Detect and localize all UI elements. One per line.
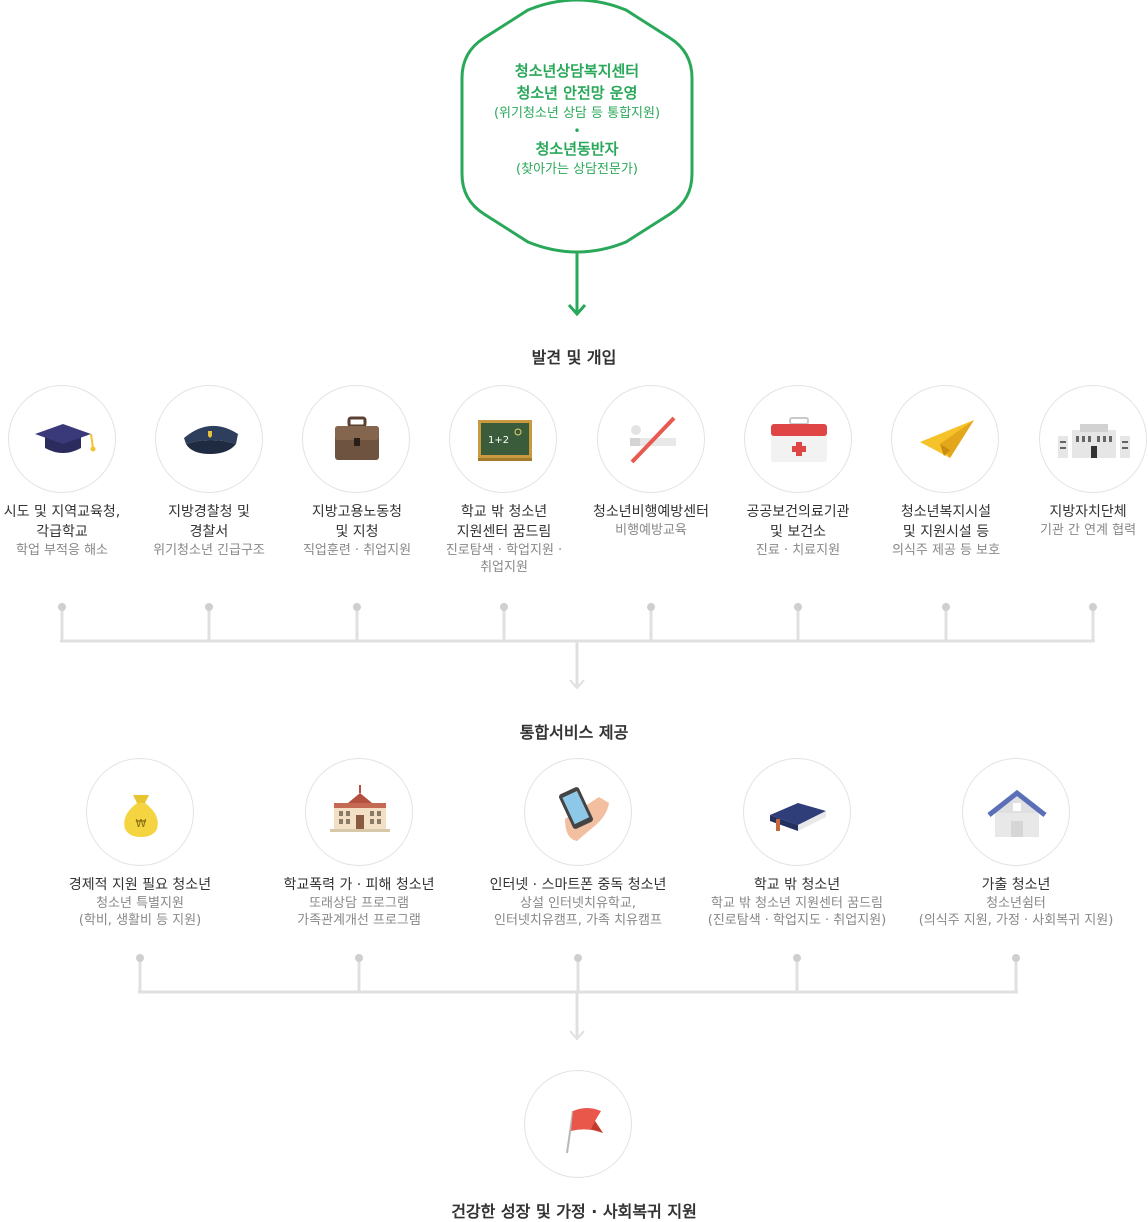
org-desc: 직업훈련 · 취업지원: [302, 543, 412, 558]
svg-text:₩: ₩: [136, 817, 147, 830]
smartphone-hand-icon: [524, 758, 632, 866]
org-label-welfare: 청소년복지시설 및 지원시설 등 의식주 제공 등 보호: [871, 502, 1021, 559]
service-label-school-violence: 학교폭력 가 · 피해 청소년 또래상담 프로그램 가족관계개선 프로그램: [269, 875, 449, 929]
graduation-cap-icon: [8, 385, 116, 493]
section-title-services: 통합서비스 제공: [519, 723, 629, 742]
center-divider-dot: •: [573, 124, 581, 138]
service-name: 학교 밖 청소년: [753, 877, 841, 893]
org-desc: 취업지원: [480, 560, 528, 575]
org-name: 지방고용노동청: [311, 504, 403, 520]
service-label-runaway: 가출 청소년 청소년쉼터 (의식주 지원, 가정 · 사회복귀 지원): [906, 875, 1126, 929]
org-name: 지방경찰청 및: [168, 504, 250, 520]
service-label-out-of-school: 학교 밖 청소년 학교 밖 청소년 지원센터 꿈드림 (진로탐색 · 학업지도 …: [697, 875, 897, 929]
org-name: 공공보건의료기관: [746, 504, 850, 520]
house-icon: [962, 758, 1070, 866]
org-name: 및 지청: [335, 524, 379, 540]
police-cap-icon: [155, 385, 263, 493]
flag-icon: [524, 1070, 632, 1178]
org-name: 경찰서: [189, 524, 229, 540]
chalkboard-icon: 1+2: [449, 385, 557, 493]
org-desc: 진료 · 치료지원: [755, 543, 841, 558]
org-desc: 기관 간 연계 협력: [1039, 523, 1137, 538]
org-desc: 진로탐색 · 학업지원 ·: [445, 543, 563, 558]
org-desc: 학업 부적응 해소: [16, 543, 108, 558]
money-bag-icon: ₩: [86, 758, 194, 866]
service-desc: (의식주 지원, 가정 · 사회복귀 지원): [918, 913, 1114, 928]
chalkboard-text: 1+2: [488, 435, 509, 446]
service-desc: 청소년쉼터: [986, 896, 1046, 911]
org-label-local-gov: 지방자치단체 기관 간 연계 협력: [1028, 502, 1148, 539]
service-name: 가출 청소년: [981, 877, 1051, 893]
org-name: 및 지원시설 등: [902, 524, 990, 540]
service-label-economic: 경제적 지원 필요 청소년 청소년 특별지원 (학비, 생활비 등 지원): [50, 875, 230, 929]
briefcase-icon: [302, 385, 410, 493]
org-label-health: 공공보건의료기관 및 보건소 진료 · 치료지원: [723, 502, 873, 559]
center-title-3: 청소년동반자: [535, 140, 619, 158]
org-name: 및 보건소: [770, 524, 826, 540]
service-desc: 학교 밖 청소년 지원센터 꿈드림: [710, 896, 883, 911]
org-label-dreamdrim: 학교 밖 청소년 지원센터 꿈드림 진로탐색 · 학업지원 · 취업지원: [429, 502, 579, 576]
service-desc: 인터넷치유캠프, 가족 치유캠프: [494, 913, 662, 928]
org-label-delinquency: 청소년비행예방센터 비행예방교육: [576, 502, 726, 539]
paper-plane-icon: [891, 385, 999, 493]
service-desc: 상설 인터넷치유학교,: [520, 896, 636, 911]
city-hall-icon: [1039, 385, 1147, 493]
service-name: 인터넷 · 스마트폰 중독 청소년: [489, 877, 667, 893]
service-desc: 또래상담 프로그램: [309, 896, 409, 911]
org-name: 지원센터 꿈드림: [456, 524, 552, 540]
org-name: 지방자치단체: [1049, 504, 1127, 520]
org-desc: 비행예방교육: [615, 523, 687, 538]
center-hexagon: [460, 0, 694, 254]
book-icon: [743, 758, 851, 866]
org-desc: 위기청소년 긴급구조: [153, 543, 265, 558]
service-desc: (진로탐색 · 학업지도 · 취업지원): [707, 913, 887, 928]
center-title-2: 청소년 안전망 운영: [516, 84, 638, 102]
service-name: 경제적 지원 필요 청소년: [68, 877, 212, 893]
org-label-labor: 지방고용노동청 및 지청 직업훈련 · 취업지원: [282, 502, 432, 559]
service-desc: 청소년 특별지원: [96, 896, 184, 911]
org-name: 청소년복지시설: [900, 504, 992, 520]
center-sub-2: (찾아가는 상담전문가): [516, 162, 638, 177]
org-name: 시도 및 지역교육청,: [3, 504, 121, 520]
service-desc: 가족관계개선 프로그램: [297, 913, 421, 928]
center-title-1: 청소년상담복지센터: [514, 62, 640, 80]
service-desc: (학비, 생활비 등 지원): [78, 913, 202, 928]
service-name: 학교폭력 가 · 피해 청소년: [283, 877, 435, 893]
school-building-icon: [305, 758, 413, 866]
center-sub-1: (위기청소년 상담 등 통합지원): [493, 106, 661, 121]
org-desc: 의식주 제공 등 보호: [891, 543, 1001, 558]
section-title-discovery: 발견 및 개입: [531, 348, 617, 367]
org-label-education: 시도 및 지역교육청, 각급학교 학업 부적응 해소: [0, 502, 137, 559]
org-name: 청소년비행예방센터: [593, 504, 709, 520]
org-name: 각급학교: [36, 524, 88, 540]
center-text: 청소년상담복지센터 청소년 안전망 운영 (위기청소년 상담 등 통합지원) •…: [462, 60, 692, 180]
org-label-police: 지방경찰청 및 경찰서 위기청소년 긴급구조: [134, 502, 284, 559]
goal-title: 건강한 성장 및 가정 · 사회복귀 지원: [451, 1202, 697, 1221]
service-label-internet-addiction: 인터넷 · 스마트폰 중독 청소년 상설 인터넷치유학교, 인터넷치유캠프, 가…: [478, 875, 678, 929]
no-smoking-icon: [597, 385, 705, 493]
first-aid-kit-icon: [744, 385, 852, 493]
org-name: 학교 밖 청소년: [460, 504, 548, 520]
